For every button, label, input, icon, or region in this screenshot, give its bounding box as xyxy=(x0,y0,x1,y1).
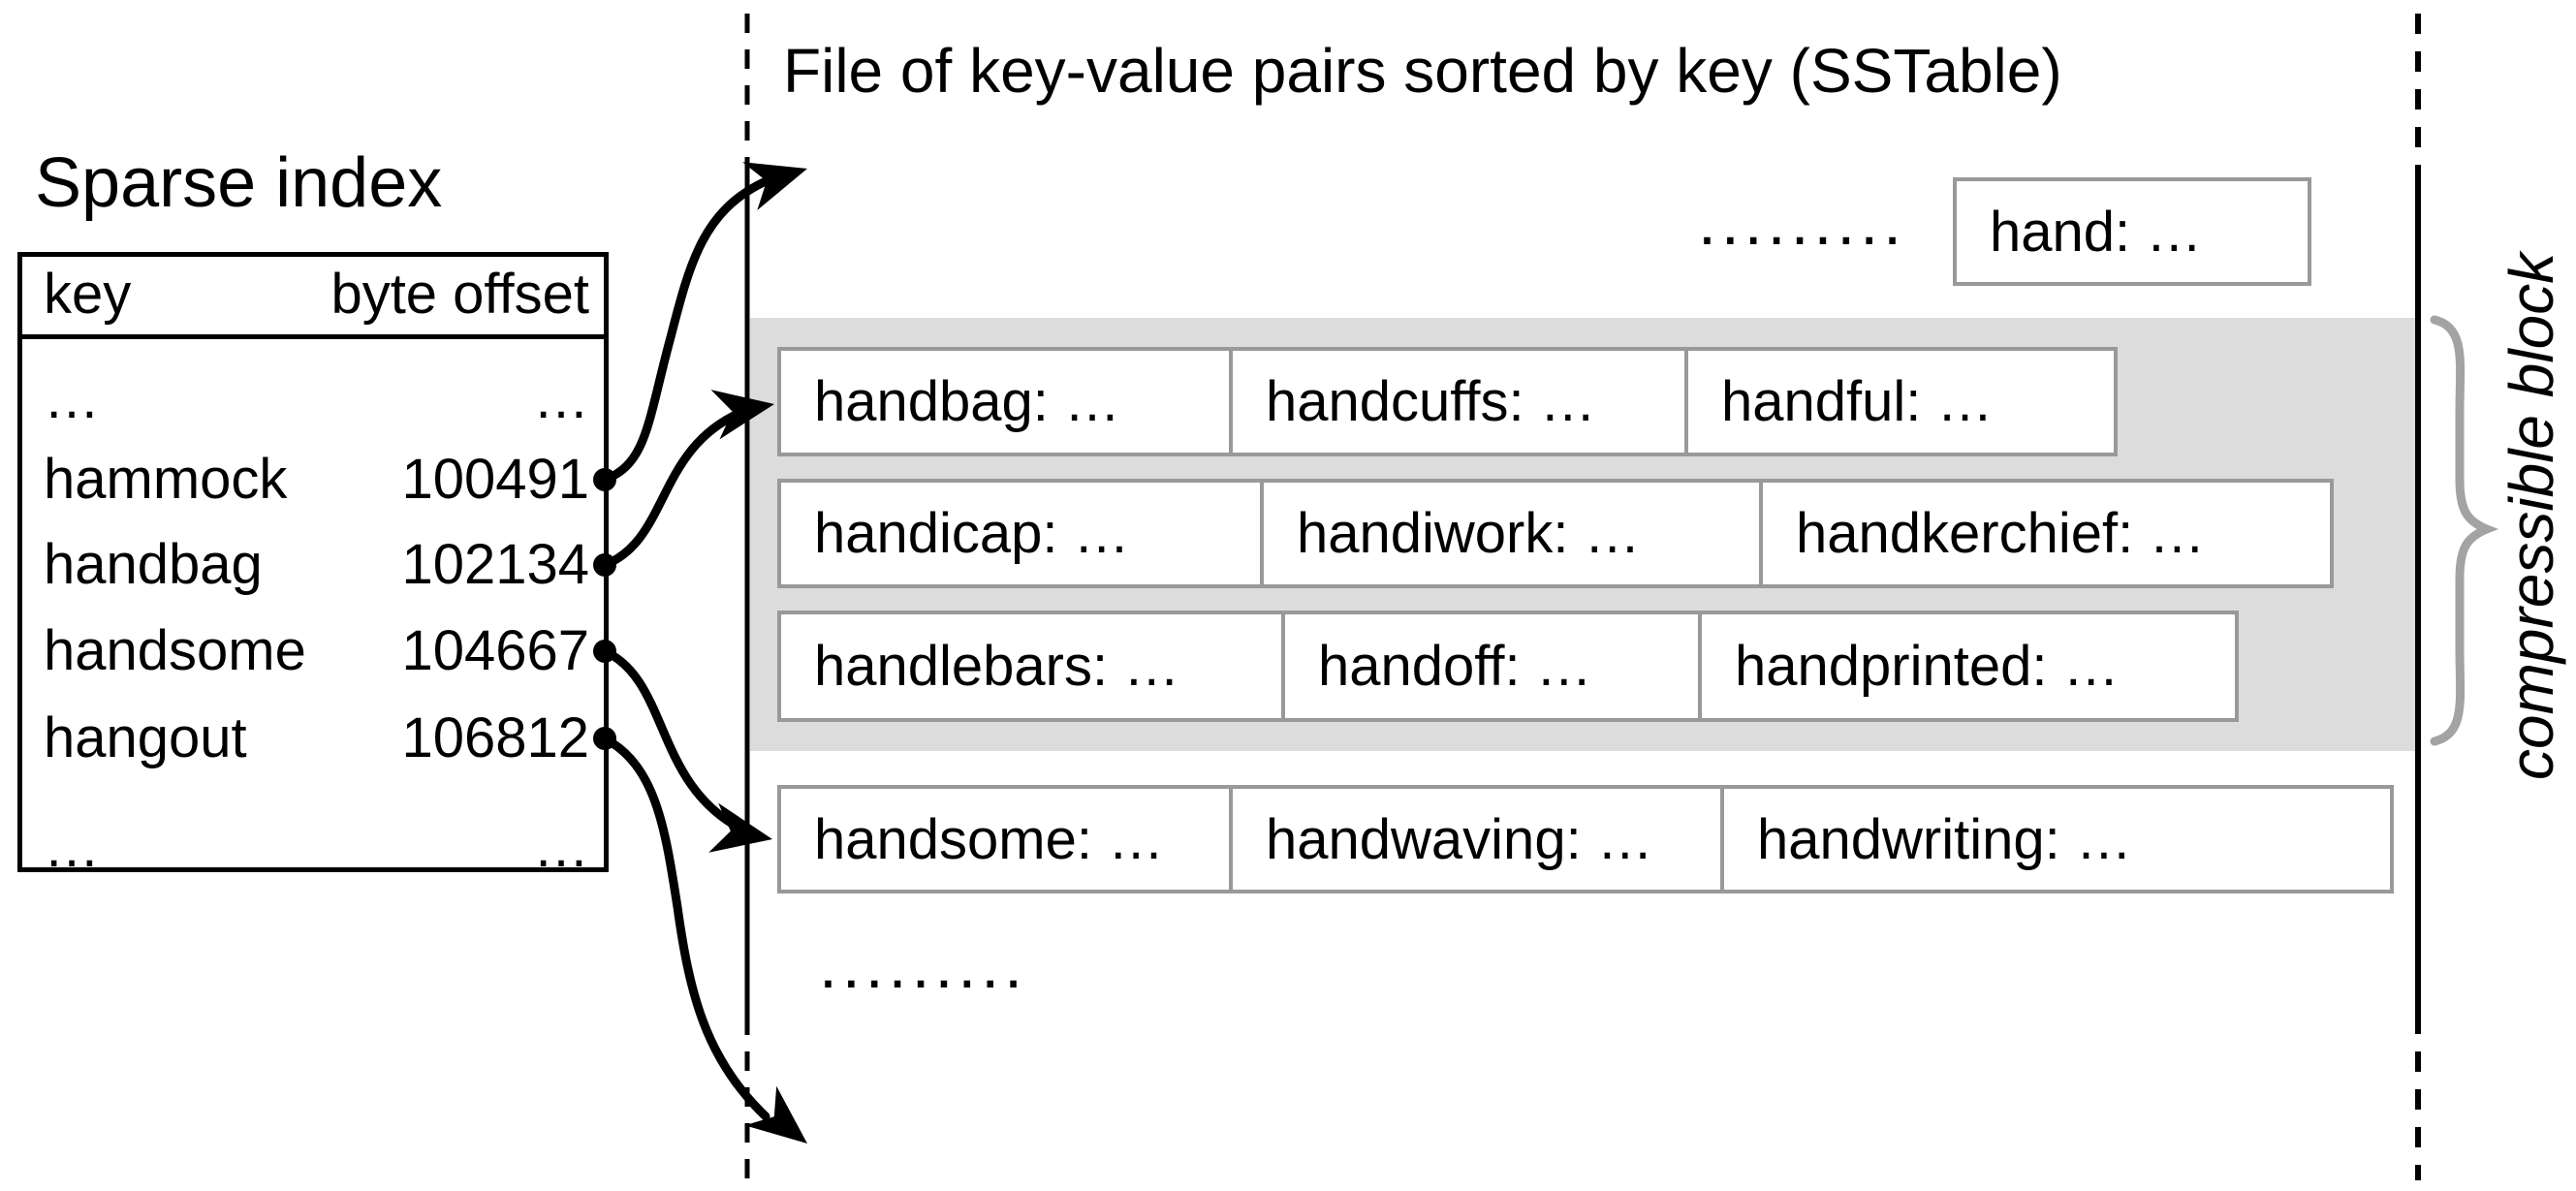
index-offset: 102134 xyxy=(401,533,589,596)
index-offset: … xyxy=(533,367,589,430)
record-handwaving: handwaving: … xyxy=(1233,789,1724,890)
arrowhead-4 xyxy=(744,1085,807,1144)
record-handful: handful: … xyxy=(1721,370,1994,433)
record-handwriting: handwriting: … xyxy=(1757,807,2132,871)
index-row-ellipsis-bottom: … … xyxy=(44,816,589,880)
arrow-handsome-to-record xyxy=(600,646,751,836)
index-row-handsome: handsome 104667 xyxy=(44,619,589,683)
index-key: … xyxy=(44,816,100,879)
record-handcuffs: handcuffs: … xyxy=(1233,351,1688,453)
record-handbag: handbag: … xyxy=(781,351,1233,453)
index-row-handbag: handbag 102134 xyxy=(44,533,589,597)
sparse-index-title: Sparse index xyxy=(35,144,443,222)
arrowhead-1 xyxy=(742,162,807,210)
record-hand: hand: … xyxy=(1953,177,2311,286)
sparse-index-header: key byte offset xyxy=(22,257,604,339)
record-row-1: handbag: … handcuffs: … handful: … xyxy=(777,347,2118,456)
index-key: … xyxy=(44,367,100,430)
sstable-title: File of key-value pairs sorted by key (S… xyxy=(783,36,2062,106)
index-key: handbag xyxy=(44,533,263,596)
index-offset: 106812 xyxy=(401,706,589,769)
record-handprinted: handprinted: … xyxy=(1735,635,2120,698)
compressible-block-label: compressible block xyxy=(2497,252,2566,780)
record-handkerchief: handkerchief: … xyxy=(1796,502,2206,565)
index-offset: 104667 xyxy=(401,619,589,682)
arrow-hammock-to-file-start xyxy=(600,177,769,485)
record-handsome: handsome: … xyxy=(781,789,1233,890)
sparse-index-table: key byte offset … … hammock 100491 handb… xyxy=(17,252,609,879)
arrow-hangout-to-file-continuation xyxy=(600,734,770,1121)
index-offset: … xyxy=(533,816,589,879)
column-header-byte-offset: byte offset xyxy=(330,263,589,326)
index-row-hammock: hammock 100491 xyxy=(44,448,589,512)
index-key: hammock xyxy=(44,448,288,511)
record-row-4: handsome: … handwaving: … handwriting: … xyxy=(777,785,2394,893)
column-header-key: key xyxy=(44,263,132,326)
index-row-ellipsis-top: … … xyxy=(44,367,589,431)
record-row-3: handlebars: … handoff: … handprinted: … xyxy=(777,611,2239,722)
record-handlebars: handlebars: … xyxy=(781,614,1285,718)
arrow-handbag-to-record xyxy=(600,406,749,570)
record-row-2: handicap: … handiwork: … handkerchief: … xyxy=(777,479,2334,588)
leading-ellipsis: ......... xyxy=(1698,185,1907,259)
arrowhead-3 xyxy=(708,802,772,853)
offset-arrows xyxy=(600,177,770,1121)
index-row-hangout: hangout 106812 xyxy=(44,706,589,770)
trailing-ellipsis: ......... xyxy=(819,928,1028,1002)
record-handoff: handoff: … xyxy=(1285,614,1702,718)
index-key: handsome xyxy=(44,619,306,682)
index-offset: 100491 xyxy=(401,448,589,511)
index-key: hangout xyxy=(44,706,247,769)
record-handiwork: handiwork: … xyxy=(1264,483,1763,584)
compressible-block-brace xyxy=(2430,315,2499,746)
record-handicap: handicap: … xyxy=(781,483,1264,584)
